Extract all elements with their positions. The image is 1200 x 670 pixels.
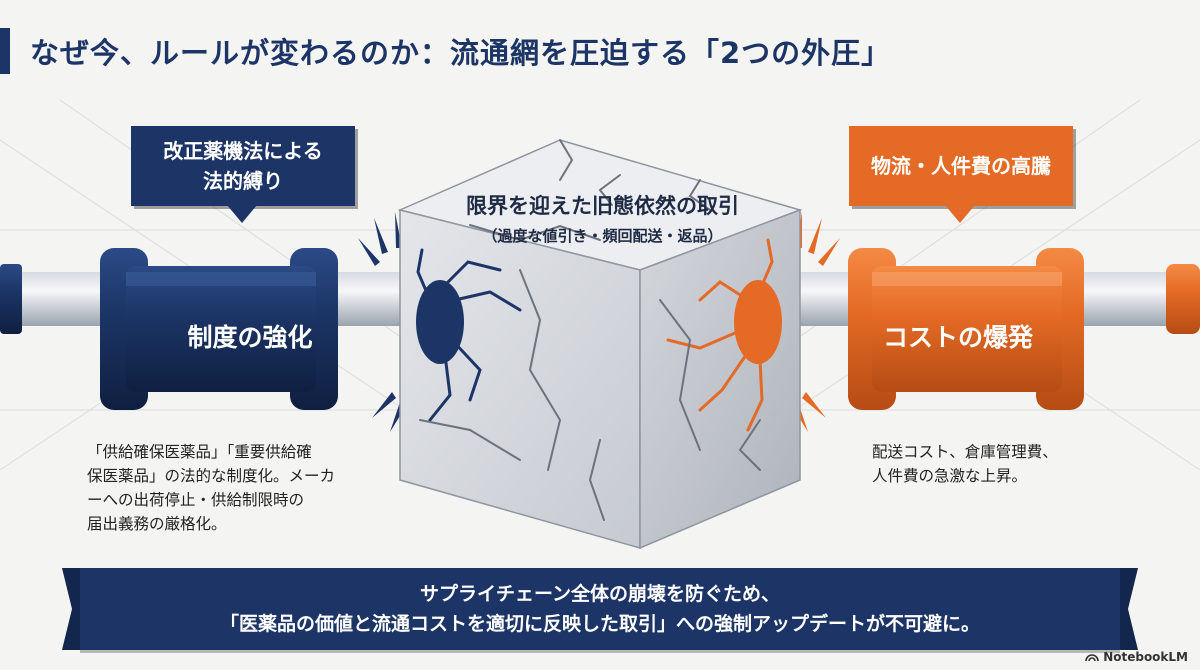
cracked-cube bbox=[397, 139, 803, 550]
title-accent-bar bbox=[0, 28, 10, 74]
right-pipe-body bbox=[872, 266, 1062, 392]
left-callout: 改正薬機法による 法的縛り bbox=[131, 126, 355, 223]
conclusion-banner: サプライチェーン全体の崩壊を防ぐため、 「医薬品の価値と流通コストを適切に反映し… bbox=[80, 568, 1120, 650]
left-description: 「供給確保医薬品」「重要供給確 保医薬品」の法的な制度化。メーカ ーへの出荷停止… bbox=[87, 440, 387, 536]
right-description-line-2: 人件費の急激な上昇。 bbox=[872, 467, 1028, 485]
left-pipe-label: 制度の強化 bbox=[187, 323, 313, 352]
cube-title: 限界を迎えた旧態依然の取引 bbox=[466, 194, 739, 218]
left-callout-line-2: 法的縛り bbox=[203, 169, 283, 193]
brand-name: NotebookLM bbox=[1103, 650, 1188, 664]
left-description-line-3: ーへの出荷停止・供給制限時の bbox=[87, 491, 305, 509]
right-description-line-1: 配送コスト、倉庫管理費、 bbox=[872, 443, 1058, 461]
right-description: 配送コスト、倉庫管理費、 人件費の急激な上昇。 bbox=[872, 440, 1112, 488]
left-description-line-2: 保医薬品」の法的な制度化。メーカ bbox=[87, 467, 336, 485]
right-pipe-assembly bbox=[732, 248, 1200, 410]
banner-line-1: サプライチェーン全体の崩壊を防ぐため、 bbox=[419, 583, 781, 605]
left-pipe-body bbox=[126, 266, 316, 392]
right-callout: 物流・人件費の高騰 bbox=[849, 126, 1073, 223]
banner-line-2: 「医薬品の価値と流通コストを適切に反映した取引」への強制アップデートが不可避に。 bbox=[219, 613, 980, 635]
right-callout-text: 物流・人件費の高騰 bbox=[871, 154, 1051, 178]
left-callout-tail bbox=[227, 205, 257, 223]
left-description-line-1: 「供給確保医薬品」「重要供給確 bbox=[87, 443, 312, 461]
cube-subtitle: （過度な値引き・頻回配送・返品） bbox=[482, 227, 723, 245]
notebooklm-logo-icon bbox=[1085, 654, 1099, 662]
right-end-cap bbox=[1166, 264, 1200, 334]
right-callout-tail bbox=[945, 205, 975, 223]
left-end-cap bbox=[0, 264, 22, 334]
page-title: なぜ今、ルールが変わるのか：流通網を圧迫する「2つの外圧」 bbox=[30, 36, 892, 70]
right-pipe-label: コストの爆発 bbox=[882, 323, 1033, 352]
brand-watermark: NotebookLM bbox=[1085, 650, 1188, 664]
left-callout-line-1: 改正薬機法による bbox=[163, 139, 323, 163]
left-description-line-4: 届出義務の厳格化。 bbox=[87, 515, 227, 533]
